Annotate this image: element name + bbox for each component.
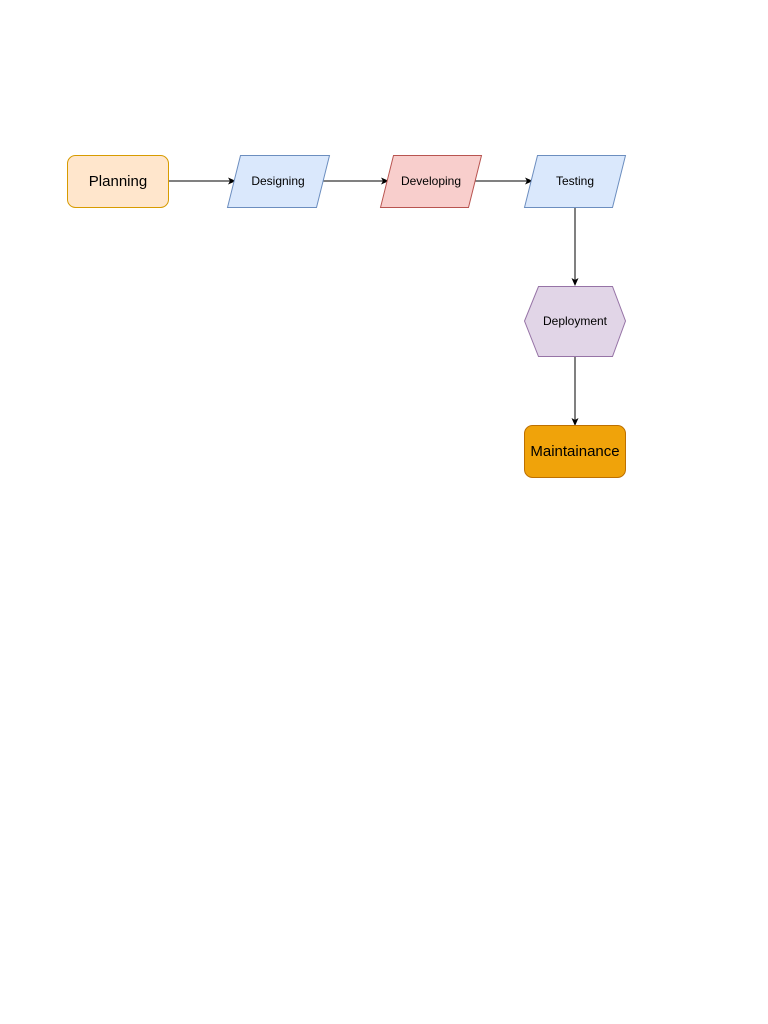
node-testing-shape xyxy=(523,155,627,208)
node-planning-label: Planning xyxy=(89,173,147,190)
node-deployment[interactable]: Deployment xyxy=(523,286,627,357)
node-testing[interactable]: Testing xyxy=(523,155,627,208)
node-designing[interactable]: Designing xyxy=(226,155,331,208)
node-planning[interactable]: Planning xyxy=(67,155,169,208)
node-developing[interactable]: Developing xyxy=(379,155,483,208)
node-designing-shape xyxy=(226,155,331,208)
node-testing-label: Testing xyxy=(556,174,594,188)
node-deployment-label: Deployment xyxy=(543,314,608,328)
node-developing-shape xyxy=(379,155,483,208)
edges xyxy=(169,177,579,426)
node-maintainance[interactable]: Maintainance xyxy=(524,425,626,478)
node-maintainance-label: Maintainance xyxy=(530,443,619,460)
node-designing-label: Designing xyxy=(251,174,304,188)
node-deployment-shape xyxy=(523,286,627,357)
node-maintainance-shape xyxy=(524,425,626,478)
node-developing-label: Developing xyxy=(401,174,461,188)
node-planning-shape xyxy=(67,155,169,208)
